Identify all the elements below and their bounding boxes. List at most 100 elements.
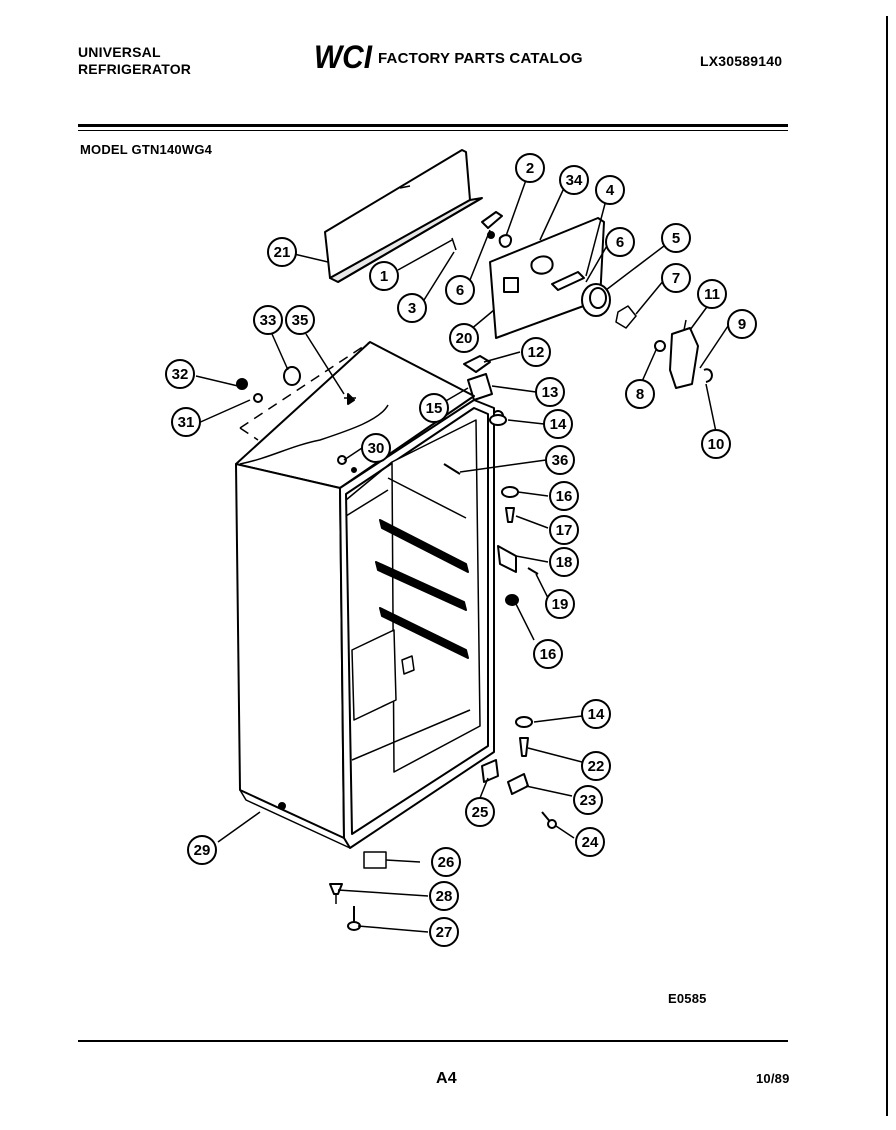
callout-36: 36 (545, 445, 575, 475)
catalog-title: FACTORY PARTS CATALOG (378, 50, 583, 67)
callout-30: 30 (361, 433, 391, 463)
header-rule-thin (78, 130, 788, 131)
callout-14b: 14 (581, 699, 611, 729)
callouts: 1 2 3 4 5 6 6 7 8 9 10 11 12 13 14 14 15… (165, 153, 757, 947)
callout-11: 11 (697, 279, 727, 309)
svg-text:WCI: WCI (314, 40, 373, 74)
callout-16a: 16 (549, 481, 579, 511)
callout-6b: 6 (605, 227, 635, 257)
lamp-part (615, 305, 637, 329)
svg-text:26: 26 (438, 854, 455, 871)
svg-text:32: 32 (172, 366, 189, 383)
svg-text:17: 17 (556, 522, 573, 539)
brand-line-2: REFRIGERATOR (78, 61, 192, 77)
svg-text:28: 28 (436, 888, 453, 905)
svg-text:20: 20 (456, 330, 473, 347)
thermostat-assembly (654, 319, 713, 389)
header-rule (78, 124, 788, 127)
model-number: MODEL GTN140WG4 (80, 142, 213, 157)
svg-text:7: 7 (672, 270, 680, 287)
callout-34: 34 (559, 165, 589, 195)
svg-text:35: 35 (292, 312, 309, 329)
callout-28: 28 (429, 881, 459, 911)
svg-text:2: 2 (526, 160, 534, 177)
callout-35: 35 (285, 305, 315, 335)
svg-text:9: 9 (738, 316, 746, 333)
wci-logo: WCI (314, 40, 373, 74)
svg-text:30: 30 (368, 440, 385, 457)
svg-text:6: 6 (456, 282, 464, 299)
svg-text:1: 1 (380, 268, 388, 285)
callout-26: 26 (431, 847, 461, 877)
callout-27: 27 (429, 917, 459, 947)
svg-text:16: 16 (556, 488, 573, 505)
page-number: A4 (436, 1070, 457, 1087)
svg-text:29: 29 (194, 842, 211, 859)
callout-33: 33 (253, 305, 283, 335)
control-panel-plate (489, 217, 605, 339)
brand-name: UNIVERSAL REFRIGERATOR (78, 44, 191, 78)
svg-text:14: 14 (550, 416, 567, 433)
callout-16b: 16 (533, 639, 563, 669)
callout-18: 18 (549, 547, 579, 577)
svg-text:21: 21 (274, 244, 291, 261)
catalog-number: LX30589140 (700, 53, 783, 69)
cabinet-small-parts (236, 366, 357, 473)
svg-text:18: 18 (556, 554, 573, 571)
callout-9: 9 (727, 309, 757, 339)
callout-13: 13 (535, 377, 565, 407)
callout-29: 29 (187, 835, 217, 865)
callout-2: 2 (515, 153, 545, 183)
callout-1: 1 (369, 261, 399, 291)
svg-text:12: 12 (528, 344, 545, 361)
svg-text:11: 11 (704, 286, 720, 303)
callout-19: 19 (545, 589, 575, 619)
callout-15: 15 (419, 393, 449, 423)
callout-25: 25 (465, 797, 495, 827)
page-border (886, 16, 888, 1116)
diagram-code: E0585 (668, 991, 707, 1006)
callout-14a: 14 (543, 409, 573, 439)
callout-3: 3 (397, 293, 427, 323)
svg-text:33: 33 (260, 312, 277, 329)
callout-8: 8 (625, 379, 655, 409)
svg-text:10: 10 (708, 436, 725, 453)
callout-17: 17 (549, 515, 579, 545)
callout-31: 31 (171, 407, 201, 437)
top-hinge (463, 355, 504, 422)
control-knob (581, 283, 611, 317)
svg-text:36: 36 (552, 452, 569, 469)
svg-text:27: 27 (436, 924, 453, 941)
callout-32: 32 (165, 359, 195, 389)
svg-text:34: 34 (566, 172, 583, 189)
svg-text:6: 6 (616, 234, 624, 251)
svg-text:16: 16 (540, 646, 557, 663)
callout-5: 5 (661, 223, 691, 253)
callout-23: 23 (573, 785, 603, 815)
svg-text:24: 24 (582, 834, 599, 851)
svg-text:4: 4 (606, 182, 615, 199)
callout-22: 22 (581, 751, 611, 781)
svg-text:8: 8 (636, 386, 644, 403)
callout-6a: 6 (445, 275, 475, 305)
callout-7: 7 (661, 263, 691, 293)
callout-10: 10 (701, 429, 731, 459)
callout-21: 21 (267, 237, 297, 267)
callout-12: 12 (521, 337, 551, 367)
brand-line-1: UNIVERSAL (78, 44, 161, 60)
date-code: 10/89 (756, 1071, 790, 1086)
top-trim-strip (324, 149, 483, 283)
hinge-bracket-parts (451, 211, 512, 251)
svg-text:13: 13 (542, 384, 559, 401)
refrigerator-cabinet (235, 341, 495, 849)
svg-text:19: 19 (552, 596, 569, 613)
callout-20: 20 (449, 323, 479, 353)
footer-rule (78, 1040, 788, 1042)
svg-text:15: 15 (426, 400, 443, 417)
svg-text:5: 5 (672, 230, 680, 247)
svg-text:31: 31 (178, 414, 195, 431)
svg-text:25: 25 (472, 804, 489, 821)
callout-24: 24 (575, 827, 605, 857)
svg-text:14: 14 (588, 706, 605, 723)
